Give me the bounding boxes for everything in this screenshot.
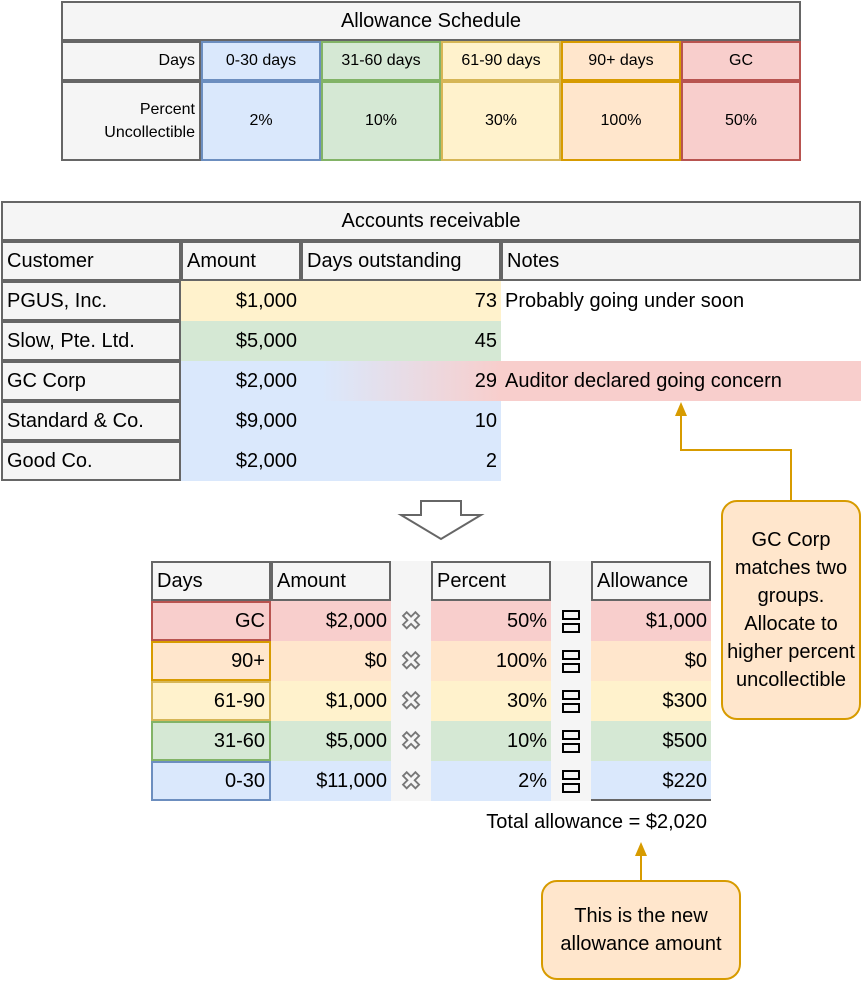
calc-header-2: Percent — [431, 561, 551, 601]
calc-percent: 2% — [431, 761, 551, 801]
calc-amount: $0 — [271, 641, 391, 681]
schedule-days-3: 90+ days — [561, 41, 681, 81]
calc-days: 0-30 — [151, 761, 271, 801]
ar-title: Accounts receivable — [1, 201, 861, 241]
calc-header-3: Allowance — [591, 561, 711, 601]
arrowhead-icon — [635, 842, 647, 856]
ar-amount: $2,000 — [235, 449, 297, 472]
schedule-percent-4: 50% — [681, 81, 801, 161]
times-icon: ✖ — [400, 607, 422, 635]
times-icon: ✖ — [400, 687, 422, 715]
schedule-days-0: 0-30 days — [201, 41, 321, 81]
days-label: Days — [61, 41, 201, 81]
ar-days: 45 — [474, 329, 497, 352]
ar-row-fill — [181, 401, 501, 441]
calc-amount: $5,000 — [271, 721, 391, 761]
equals-icon — [551, 601, 591, 641]
equals-column — [551, 561, 591, 801]
times-icon: ✖ — [400, 727, 422, 755]
calc-allowance: $1,000 — [591, 601, 711, 641]
ar-customer: Slow, Pte. Ltd. — [1, 321, 181, 361]
calc-days: 90+ — [151, 641, 271, 681]
arrowhead-icon — [675, 402, 687, 416]
calc-allowance: $500 — [591, 721, 711, 761]
equals-icon — [551, 761, 591, 801]
calc-days: 31-60 — [151, 721, 271, 761]
callout-gc-corp: GC Corp matches two groups. Allocate to … — [721, 500, 861, 720]
calc-percent: 100% — [431, 641, 551, 681]
ar-days: 29 — [474, 369, 497, 392]
total-allowance: Total allowance = $2,020 — [486, 810, 707, 833]
calc-amount: $1,000 — [271, 681, 391, 721]
calc-percent: 30% — [431, 681, 551, 721]
times-column — [391, 561, 431, 801]
percent-label: Percent Uncollectible — [61, 81, 201, 161]
schedule-days-4: GC — [681, 41, 801, 81]
ar-amount: $5,000 — [235, 329, 297, 352]
ar-header-0: Customer — [1, 241, 181, 281]
ar-days: 10 — [474, 409, 497, 432]
calc-percent: 10% — [431, 721, 551, 761]
schedule-days-2: 61-90 days — [441, 41, 561, 81]
calc-allowance: $0 — [591, 641, 711, 681]
times-icon: ✖ — [400, 767, 422, 795]
ar-header-3: Notes — [501, 241, 861, 281]
ar-customer: GC Corp — [1, 361, 181, 401]
schedule-percent-3: 100% — [561, 81, 681, 161]
calc-days: GC — [151, 601, 271, 641]
ar-days: 2 — [485, 449, 497, 472]
calc-header-1: Amount — [271, 561, 391, 601]
ar-customer: PGUS, Inc. — [1, 281, 181, 321]
calc-allowance: $220 — [591, 761, 711, 801]
callout-new-allowance: This is the new allowance amount — [541, 880, 741, 980]
ar-days: 73 — [474, 289, 497, 312]
schedule-percent-1: 10% — [321, 81, 441, 161]
ar-amount: $1,000 — [235, 289, 297, 312]
ar-amount: $9,000 — [235, 409, 297, 432]
ar-notes-highlight — [501, 361, 861, 401]
schedule-title: Allowance Schedule — [61, 1, 801, 41]
schedule-percent-0: 2% — [201, 81, 321, 161]
calc-days: 61-90 — [151, 681, 271, 721]
connector-gc — [680, 414, 792, 500]
calc-amount: $2,000 — [271, 601, 391, 641]
ar-customer: Standard & Co. — [1, 401, 181, 441]
calc-header-0: Days — [151, 561, 271, 601]
times-icon: ✖ — [400, 647, 422, 675]
down-arrow-icon — [397, 500, 485, 541]
ar-customer: Good Co. — [1, 441, 181, 481]
ar-header-2: Days outstanding — [301, 241, 501, 281]
equals-icon — [551, 681, 591, 721]
ar-notes: Probably going under soon — [505, 289, 745, 312]
calc-allowance: $300 — [591, 681, 711, 721]
equals-icon — [551, 641, 591, 681]
ar-row-fill — [181, 321, 501, 361]
equals-icon — [551, 721, 591, 761]
calc-percent: 50% — [431, 601, 551, 641]
ar-notes: Auditor declared going concern — [505, 369, 782, 392]
ar-row-highlight — [181, 361, 501, 401]
schedule-percent-2: 30% — [441, 81, 561, 161]
schedule-days-1: 31-60 days — [321, 41, 441, 81]
ar-row-fill — [181, 441, 501, 481]
allowance-underline — [591, 799, 711, 801]
ar-row-fill — [181, 281, 501, 321]
ar-header-1: Amount — [181, 241, 301, 281]
calc-amount: $11,000 — [271, 761, 391, 801]
ar-amount: $2,000 — [235, 369, 297, 392]
